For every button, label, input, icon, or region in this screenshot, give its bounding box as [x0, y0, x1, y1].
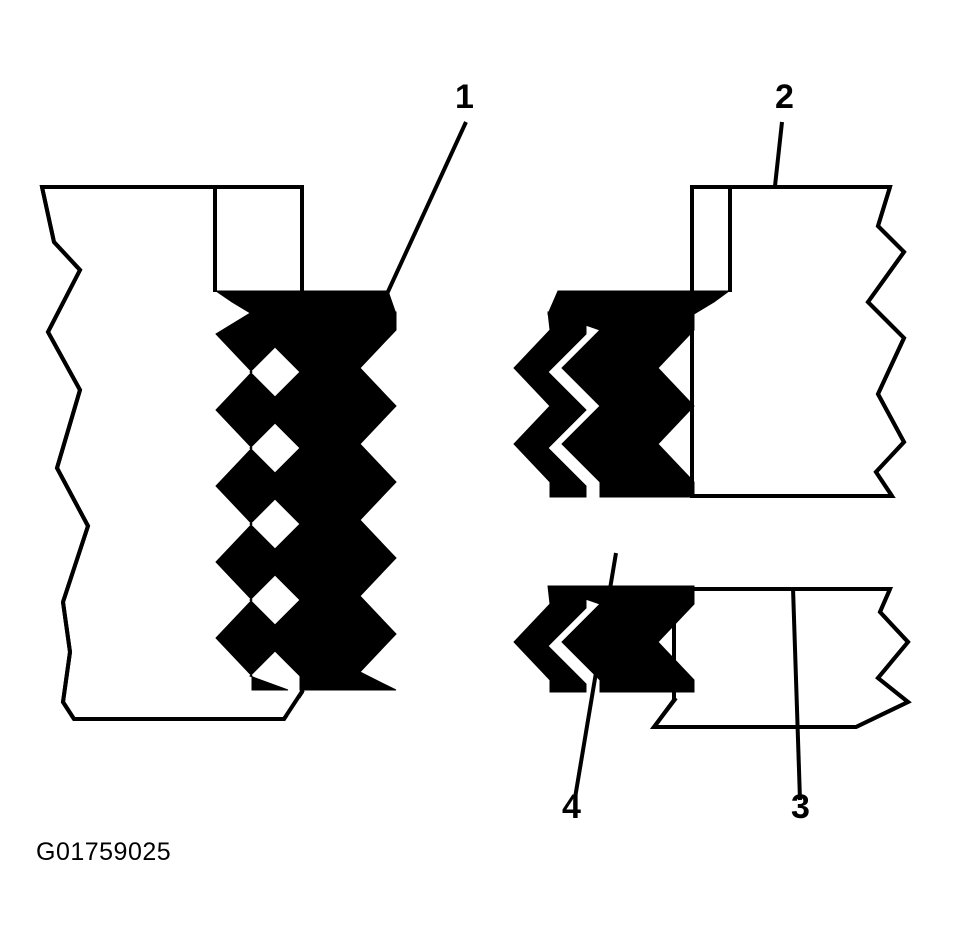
- right-lower-thread-profile: [513, 585, 695, 693]
- callout-3-number: 3: [791, 788, 810, 826]
- right-lower-bottom-edge: [649, 696, 856, 729]
- right-upper-interior-mask: [694, 189, 728, 494]
- right-upper-component: [513, 185, 907, 498]
- left-component: [39, 185, 397, 721]
- left-component-break-line: [40, 186, 91, 721]
- callout-3-leader: [791, 587, 802, 801]
- right-lower-component: [513, 585, 912, 729]
- left-component-bottom-edge: [74, 688, 305, 721]
- right-upper-thread-profile: [513, 311, 695, 498]
- right-upper-break-line: [865, 186, 907, 498]
- callout-1-leader: [384, 121, 468, 297]
- right-lower-break-line: [855, 588, 912, 729]
- callout-1-number: 1: [455, 78, 474, 116]
- left-thread-profile: [215, 311, 397, 691]
- callout-4-leader: [573, 552, 618, 799]
- callout-2-number: 2: [775, 78, 794, 116]
- figure-id-label: G01759025: [36, 838, 172, 866]
- callout-4-number: 4: [562, 788, 581, 826]
- right-lower-body-outline: [650, 587, 912, 729]
- callout-2-leader: [773, 121, 784, 187]
